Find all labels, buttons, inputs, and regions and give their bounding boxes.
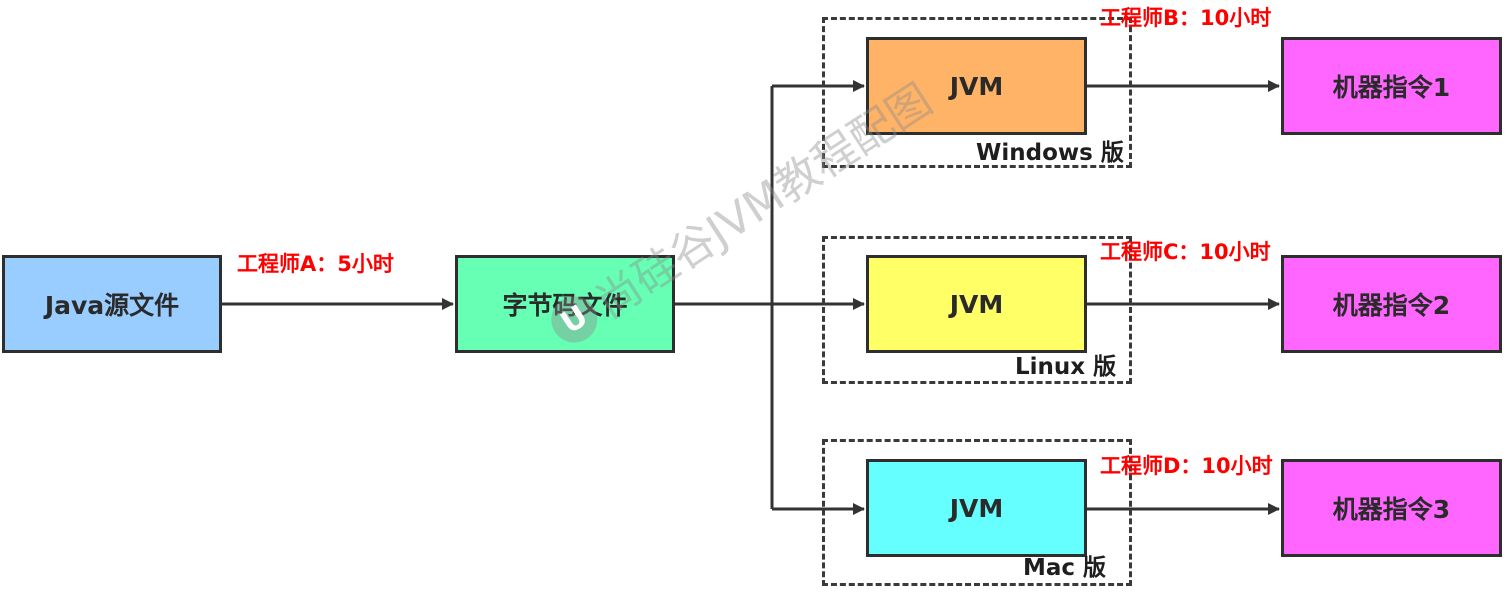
node-jvm-linux: JVM xyxy=(866,255,1087,353)
node-machine-instruction-1: 机器指令1 xyxy=(1281,37,1502,135)
platform-group-linux xyxy=(822,236,1132,384)
node-bytecode: 字节码文件 xyxy=(455,255,675,353)
platform-group-windows xyxy=(822,17,1132,168)
engineer-b-label: 工程师B：10小时 xyxy=(1100,6,1272,30)
engineer-a-label: 工程师A：5小时 xyxy=(237,252,394,276)
platform-group-mac xyxy=(822,439,1132,586)
node-jvm-windows: JVM xyxy=(866,37,1087,135)
platform-label-linux: Linux 版 xyxy=(1015,354,1117,380)
engineer-d-label: 工程师D：10小时 xyxy=(1100,454,1273,478)
node-machine-instruction-2: 机器指令2 xyxy=(1281,255,1502,353)
node-jvm-mac: JVM xyxy=(866,459,1087,557)
platform-label-mac: Mac 版 xyxy=(1023,555,1107,581)
node-machine-instruction-3: 机器指令3 xyxy=(1281,459,1502,557)
node-java-source: Java源文件 xyxy=(2,255,222,353)
platform-label-windows: Windows 版 xyxy=(976,140,1124,166)
engineer-c-label: 工程师C：10小时 xyxy=(1100,240,1271,264)
